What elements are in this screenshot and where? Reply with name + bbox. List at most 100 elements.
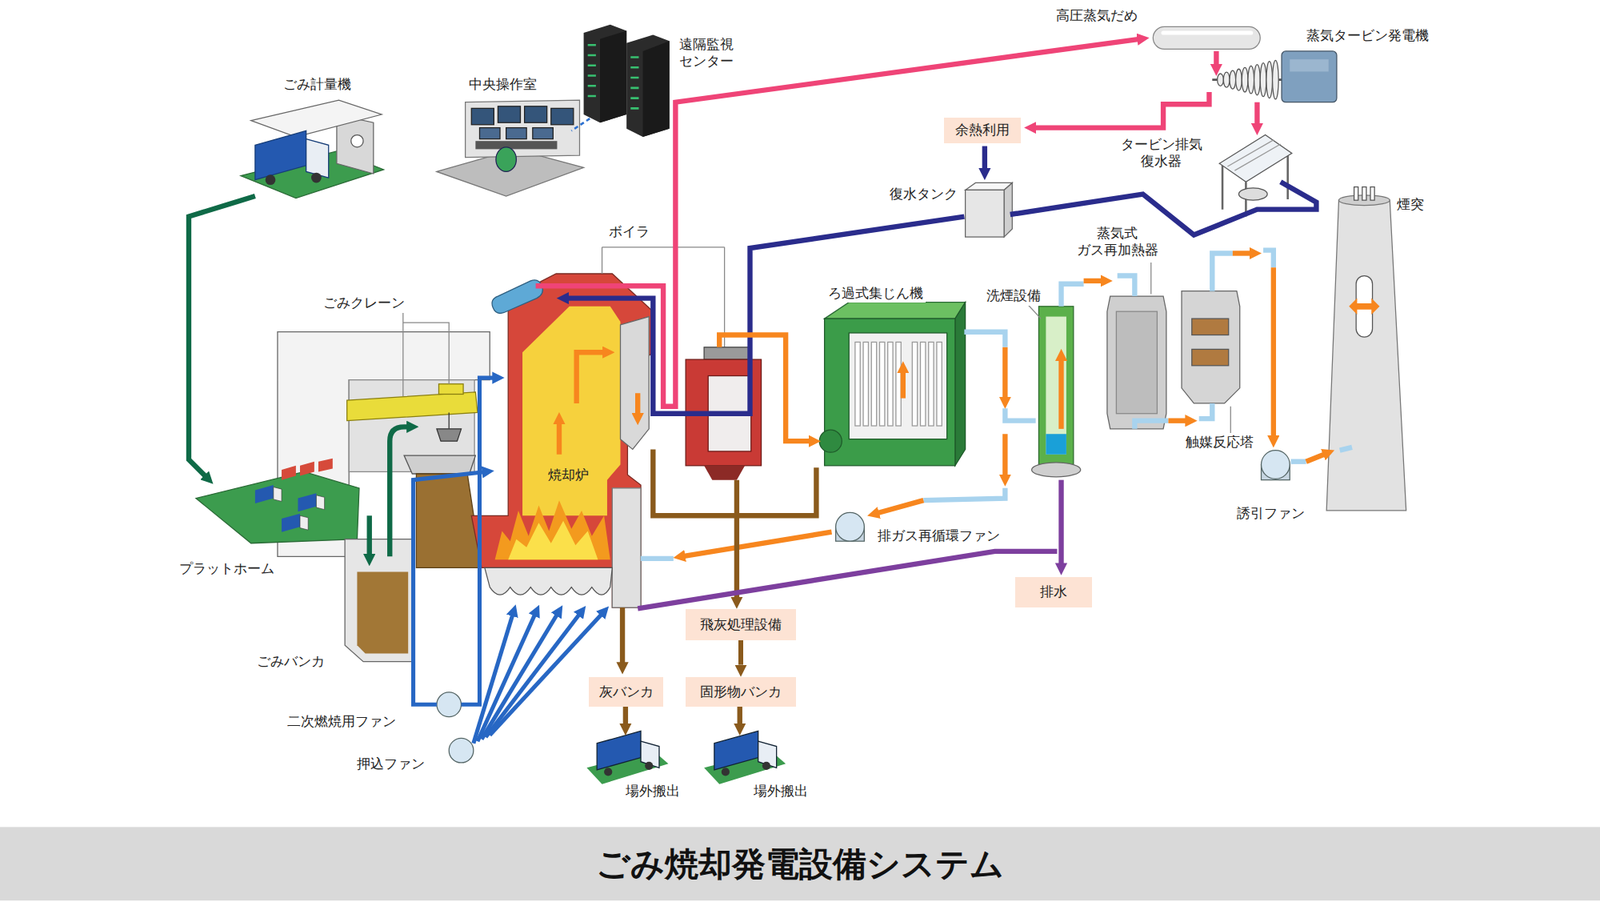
control-room xyxy=(506,128,528,140)
diagram-title: ごみ焼却発電設備システム xyxy=(596,841,1004,887)
steam-header xyxy=(1161,30,1254,35)
fans xyxy=(836,512,865,541)
part-label: 排ガス再循環ファン xyxy=(875,526,1003,545)
flue-gas-ducts xyxy=(1061,284,1084,307)
condensate-tank xyxy=(965,182,1013,237)
flue-gas-ducts xyxy=(1212,252,1233,291)
fans xyxy=(1261,450,1291,480)
scrubber xyxy=(1045,433,1067,455)
catalytic-tower xyxy=(1192,318,1229,335)
flue-gas-ducts xyxy=(640,556,674,561)
feed-hopper xyxy=(416,473,482,568)
refuse-bunker-building xyxy=(438,384,464,395)
catalytic-tower xyxy=(1192,348,1229,365)
box-text: 排水 xyxy=(1040,583,1068,600)
bag-filter xyxy=(920,341,926,426)
refuse-flow xyxy=(389,426,411,556)
air-lines xyxy=(413,471,487,704)
part-label: 場外搬出 xyxy=(623,781,683,800)
flue-gas-ducts xyxy=(1134,420,1168,429)
water-pipes xyxy=(982,146,988,172)
server-racks xyxy=(600,30,627,123)
flue-gas-ducts xyxy=(559,250,1352,559)
bag-filter xyxy=(896,341,901,426)
flue-gas-ducts xyxy=(1004,408,1036,420)
economizer-boiler xyxy=(704,347,750,360)
gas-reheater xyxy=(1150,262,1152,295)
weighbridge xyxy=(251,100,382,137)
dump-trucks xyxy=(644,761,653,770)
weighbridge xyxy=(240,100,384,198)
refuse-bunker-building xyxy=(356,571,408,653)
turbine-generator xyxy=(1272,60,1280,99)
server-racks xyxy=(643,40,670,137)
turbine-generator xyxy=(1212,51,1337,103)
bag-filter xyxy=(955,302,966,466)
refuse-bunker-building xyxy=(273,487,282,502)
bag-filter xyxy=(848,332,947,440)
part-label: 蒸気タービン発電機 xyxy=(1304,26,1432,45)
flue-gas-ducts xyxy=(1232,250,1254,256)
flue-gas-ducts xyxy=(900,369,906,399)
flow-arrow xyxy=(738,640,744,665)
refuse-flow xyxy=(367,515,372,557)
air-lines xyxy=(413,377,604,744)
label-box: 余熱利用 xyxy=(944,117,1021,144)
refuse-bunker-building xyxy=(196,471,360,543)
gas-reheater xyxy=(1107,262,1167,429)
box-text: 固形物バンカ xyxy=(700,683,782,700)
dump-trucks xyxy=(596,730,641,769)
label-box: 固形物バンカ xyxy=(685,676,796,707)
chimney xyxy=(1362,187,1367,201)
condensate-tank xyxy=(965,189,1004,237)
server-racks xyxy=(588,44,640,108)
turbine-generator xyxy=(1217,60,1280,99)
steam-header xyxy=(1152,26,1260,49)
air-lines xyxy=(489,612,604,735)
incinerator xyxy=(620,316,650,450)
ash-lines xyxy=(623,706,628,728)
refuse-bunker-building xyxy=(297,492,316,512)
incinerator xyxy=(612,488,641,608)
flue-gas-ducts xyxy=(635,392,640,416)
chimney xyxy=(1348,298,1380,315)
control-room xyxy=(496,147,517,172)
refuse-bunker-building xyxy=(196,312,490,661)
turbine-generator xyxy=(1236,68,1243,91)
condenser xyxy=(1227,140,1280,171)
label-box: 灰バンカ xyxy=(588,676,664,707)
drain-lines xyxy=(637,551,1057,608)
refuse-bunker-building xyxy=(255,484,274,504)
refuse-bunker-building xyxy=(300,515,308,530)
flue-gas-ducts xyxy=(1002,347,1008,400)
part-label: 煙突 xyxy=(1394,195,1427,214)
flue-gas-ducts xyxy=(923,488,1005,500)
refuse-bunker-building xyxy=(281,465,296,480)
chimney xyxy=(1326,200,1406,511)
refuse-bunker-building xyxy=(403,312,449,396)
condenser xyxy=(1219,135,1292,217)
flue-gas-ducts xyxy=(1340,447,1352,451)
flue-gas-ducts xyxy=(576,352,607,404)
flue-gas-ducts xyxy=(556,420,562,455)
incinerator xyxy=(495,500,611,560)
refuse-bunker-building xyxy=(300,461,315,476)
ash-lines xyxy=(737,706,743,728)
refuse-bunker-building xyxy=(318,458,333,472)
flue-gas-ducts xyxy=(1199,403,1213,419)
control-room xyxy=(532,128,554,140)
air-lines xyxy=(477,612,536,741)
scrubber xyxy=(1045,316,1067,455)
weighbridge xyxy=(255,130,307,180)
condenser xyxy=(1238,188,1268,200)
control-room xyxy=(479,128,500,140)
steam-pipes xyxy=(536,39,1141,407)
server-racks xyxy=(584,24,628,123)
chimney xyxy=(1354,187,1359,201)
incinerator xyxy=(492,280,543,314)
control-room xyxy=(436,100,584,196)
flue-gas-ducts xyxy=(559,252,1327,556)
refuse-flow xyxy=(188,196,256,478)
refuse-bunker-building xyxy=(347,392,478,421)
